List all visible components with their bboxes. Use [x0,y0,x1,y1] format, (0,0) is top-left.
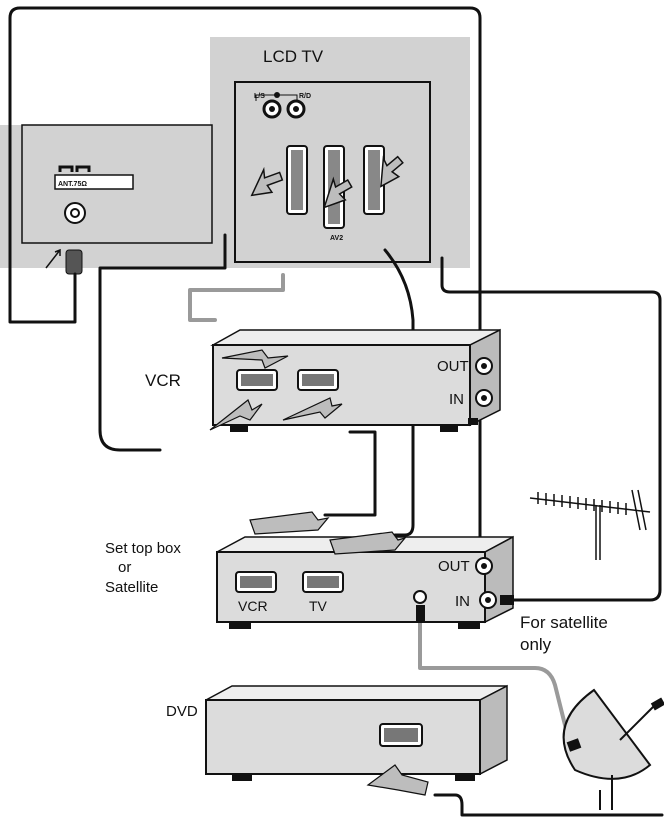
tv-antenna-section [45,165,134,275]
antenna-label: ANT.75Ω [58,181,87,188]
stb-label-line-3: Satellite [105,579,158,596]
dvd-device [205,684,508,796]
stb-label-line-2: or [118,559,131,576]
stb-satellite-socket [413,590,427,604]
rf-connector-icon [65,249,83,275]
rf-connector-icon [416,605,425,621]
audio-label-left: L/S [254,93,265,100]
scart-cable-tv-to-vcr [98,233,227,452]
stb-scart-tv-label: TV [309,598,328,614]
rf-cable-tv-to-vcr-out [8,6,482,332]
av2-label: AV2 [330,235,343,242]
scart-cable-tv-to-vcr-grey [188,273,285,322]
tv-audio-outputs [255,92,306,119]
satellite-coax-cable [418,588,572,747]
cables [8,6,664,817]
vcr-label: VCR [145,371,181,390]
scart-cable-dvd [433,793,664,817]
stb-in-label: IN [455,593,470,610]
tv-antenna-frame [21,124,213,244]
vcr-top [210,329,501,346]
vcr-out-label: OUT [437,358,469,375]
stb-side [484,535,514,624]
dvd-face [205,699,481,775]
satellite-dish-icon [562,688,664,810]
tv-title: LCD TV [263,47,324,66]
satellite-note-line-2: only [520,635,552,654]
set-top-box-device [216,511,514,629]
antenna-aerial-icon [529,489,651,560]
stb-label-line-1: Set top box [105,540,181,557]
vcr-device [209,328,501,432]
stb-out-label: OUT [438,558,470,575]
audio-label-right: R/D [299,93,311,100]
dvd-label: DVD [166,703,198,720]
stb-scart-vcr-label: VCR [238,598,268,614]
vcr-side [469,328,501,427]
scart-plug-icon [329,531,407,555]
insertion-arrows [250,155,404,209]
scart-cable-vcr-to-stb [323,430,377,517]
tv-rear-panel [0,37,470,268]
satellite-note-line-1: For satellite [520,613,608,632]
dvd-top [205,685,508,701]
tv-connector-frame [234,81,431,263]
dvd-side [479,684,508,776]
rf-cable-antenna [440,256,662,602]
scart-plug-icon [249,511,330,535]
vcr-in-label: IN [449,391,464,408]
scart-plug-icon [366,764,429,796]
